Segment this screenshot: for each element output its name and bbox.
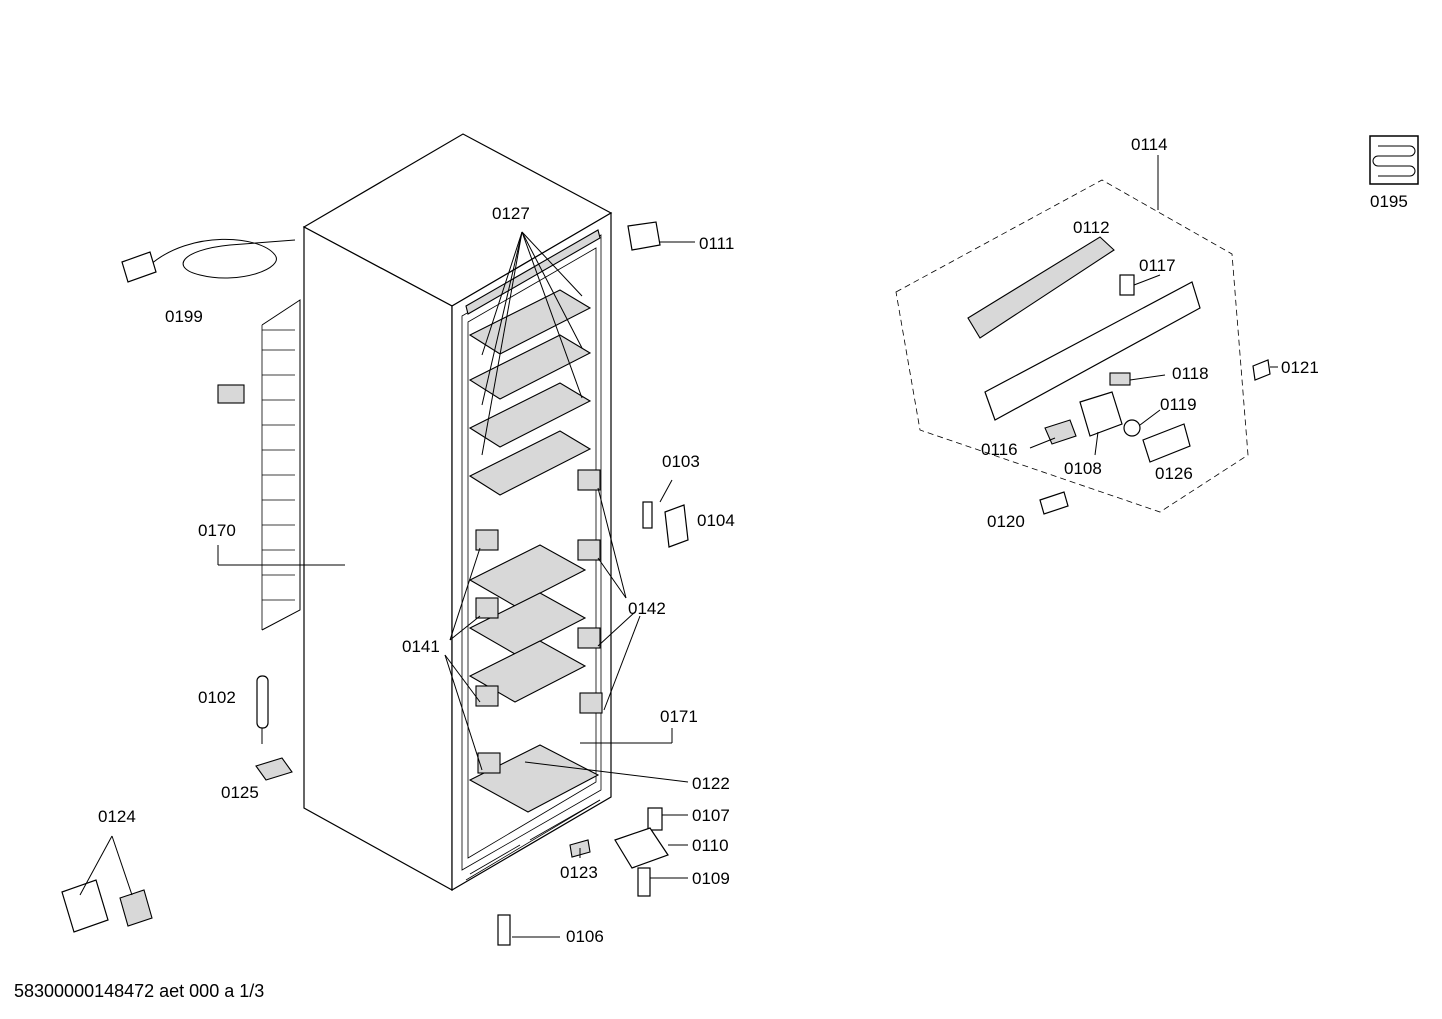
bottom-hinge-0110 [614, 827, 669, 869]
label-0123: 0123 [560, 863, 598, 882]
cover-0126 [1142, 423, 1191, 463]
label-0122: 0122 [692, 774, 730, 793]
part-0116 [1044, 419, 1077, 445]
cabinet-body [302, 133, 613, 892]
lamp-0117 [1119, 274, 1135, 296]
leader-lines [79, 155, 1278, 938]
label-0127: 0127 [492, 204, 530, 223]
assembly-0114-outline [895, 179, 1249, 513]
label-0108: 0108 [1064, 459, 1102, 478]
shelf-brackets [475, 469, 603, 774]
label-0103: 0103 [662, 452, 700, 471]
part-0121 [1252, 359, 1271, 381]
cover-0104 [664, 504, 689, 548]
label-0121: 0121 [1281, 358, 1319, 377]
label-0119: 0119 [1160, 395, 1197, 414]
label-0102: 0102 [198, 688, 236, 707]
label-0114: 0114 [1131, 135, 1168, 154]
label-0111: 0111 [699, 234, 734, 253]
part-number-labels: 0199 0170 0102 0125 0124 0127 0111 0103 … [98, 135, 1408, 946]
knob-0108 [1079, 391, 1123, 437]
label-0142: 0142 [628, 599, 666, 618]
foot-0109 [637, 867, 651, 897]
label-0199: 0199 [165, 307, 203, 326]
label-0109: 0109 [692, 869, 730, 888]
label-0171: 0171 [660, 707, 698, 726]
label-0120: 0120 [987, 512, 1025, 531]
condenser-clamp [217, 384, 245, 404]
power-cord [121, 238, 296, 283]
label-0195: 0195 [1370, 192, 1408, 211]
bulb-0119 [1123, 419, 1141, 437]
top-hinge-0111 [627, 221, 661, 251]
condenser-coil [261, 299, 301, 631]
label-0112: 0112 [1073, 218, 1110, 237]
foot-0106 [497, 914, 511, 946]
relay-box-0124 [61, 879, 153, 933]
control-housing [984, 281, 1201, 421]
label-0125: 0125 [221, 783, 259, 802]
part-0125 [255, 757, 293, 781]
part-0118 [1109, 372, 1131, 386]
document-id: 58300000148472 aet 000 a 1/3 [14, 981, 265, 1001]
sensor-0102 [256, 675, 269, 729]
label-0110: 0110 [692, 836, 729, 855]
part-0120 [1039, 491, 1069, 515]
pin-0107 [647, 807, 663, 831]
label-0104: 0104 [697, 511, 735, 530]
label-0107: 0107 [692, 806, 730, 825]
heating-element-0195 [1369, 135, 1419, 185]
label-0170: 0170 [198, 521, 236, 540]
label-0118: 0118 [1172, 364, 1209, 383]
label-0106: 0106 [566, 927, 604, 946]
label-0117: 0117 [1139, 256, 1176, 275]
label-0126: 0126 [1155, 464, 1193, 483]
shelf-rails [468, 289, 600, 813]
switch-0103 [642, 501, 653, 529]
label-0141: 0141 [402, 637, 440, 656]
label-0124: 0124 [98, 807, 136, 826]
control-board-0112 [967, 236, 1115, 339]
label-0116: 0116 [981, 440, 1018, 459]
